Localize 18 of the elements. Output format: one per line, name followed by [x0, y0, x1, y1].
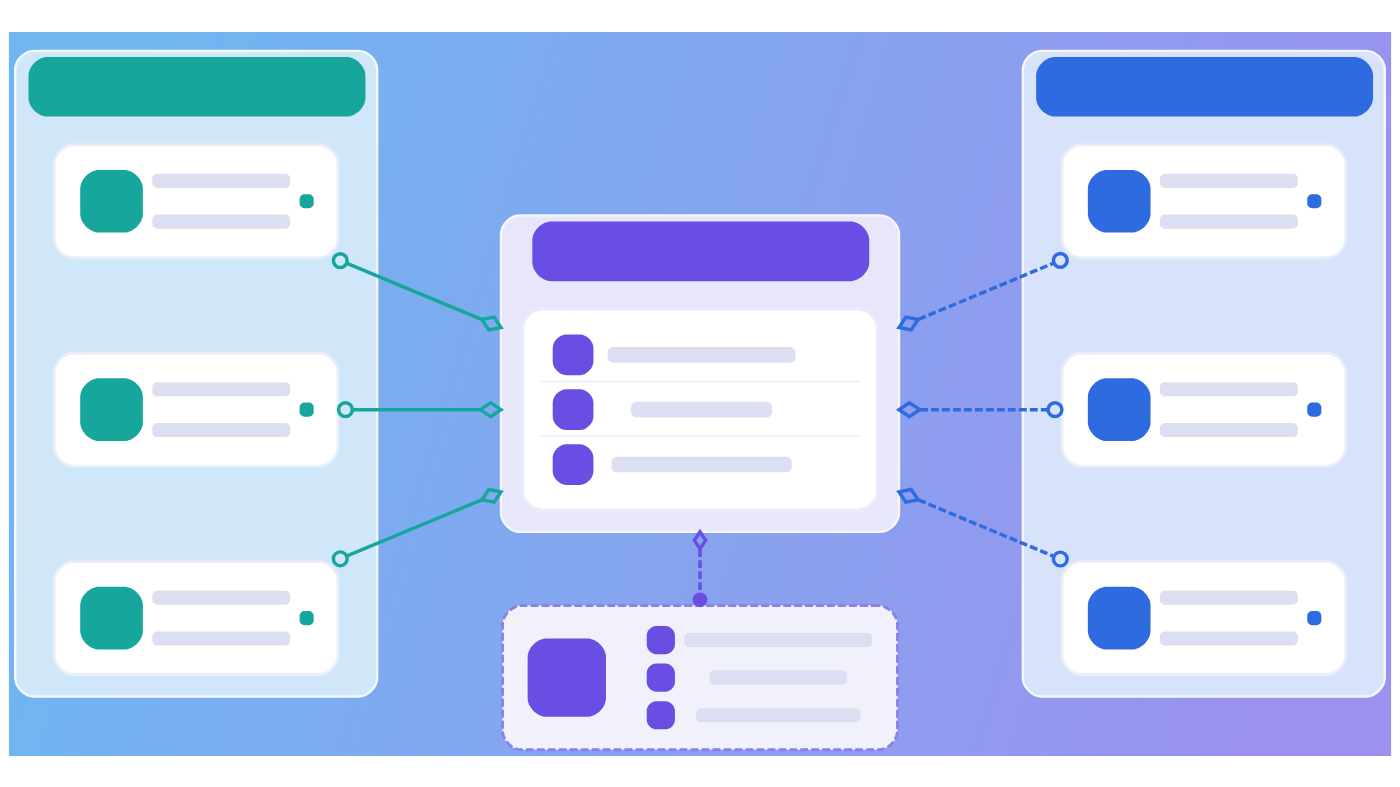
node-box	[1060, 351, 1348, 467]
node-box	[501, 603, 899, 751]
connector	[896, 251, 1069, 332]
node-box	[52, 351, 340, 467]
node-box	[1060, 559, 1348, 676]
node-box	[52, 559, 340, 676]
connector	[896, 487, 1069, 568]
connector	[895, 400, 1064, 419]
connector	[336, 400, 505, 419]
node-box	[521, 307, 879, 511]
connector	[331, 251, 504, 332]
cluster	[14, 49, 379, 698]
connector	[331, 487, 504, 567]
cluster	[499, 213, 901, 533]
node-box	[52, 142, 340, 259]
connector	[692, 528, 708, 607]
node-box	[1060, 142, 1348, 259]
cluster	[1021, 49, 1386, 698]
